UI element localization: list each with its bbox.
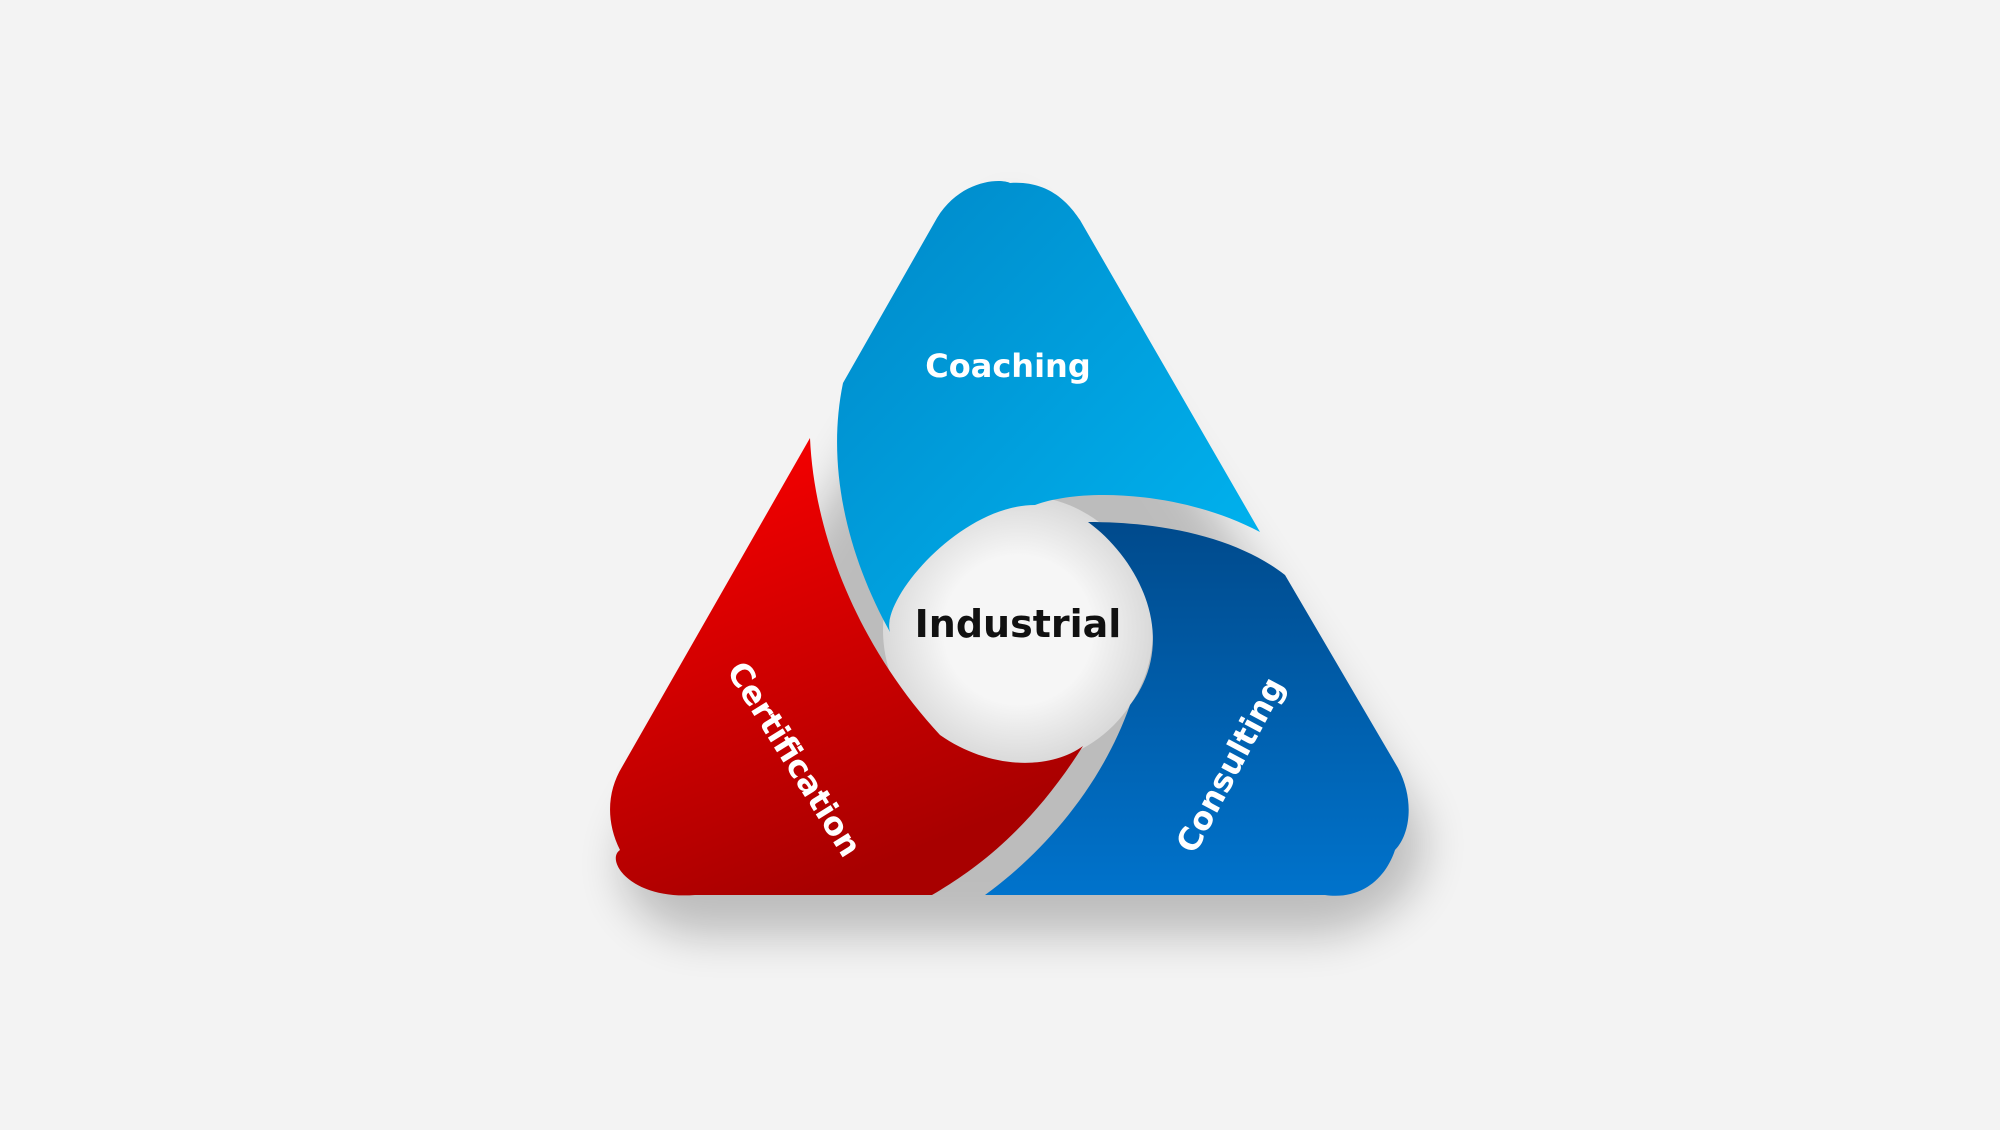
center-disc xyxy=(883,495,1153,765)
label-coaching: Coaching xyxy=(925,347,1090,385)
segment-consulting xyxy=(985,522,1409,896)
segment-coaching xyxy=(837,181,1260,632)
segment-certification xyxy=(610,438,1083,896)
center-label: Industrial xyxy=(915,602,1122,646)
